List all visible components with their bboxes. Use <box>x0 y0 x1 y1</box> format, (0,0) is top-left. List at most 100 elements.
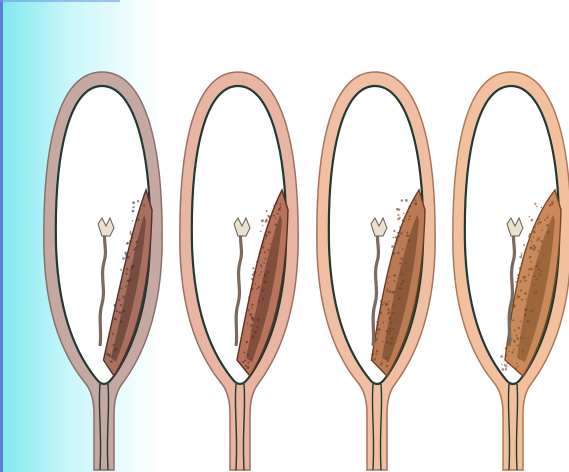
tissue-speckle <box>132 237 134 239</box>
tissue-speckle <box>516 335 518 337</box>
tissue-speckle <box>256 288 258 290</box>
tissue-speckle <box>129 232 131 234</box>
tissue-speckle <box>405 199 408 202</box>
tissue-speckle <box>513 349 515 351</box>
tissue-speckle <box>248 296 250 298</box>
tissue-speckle <box>392 312 394 314</box>
tissue-speckle <box>130 231 131 232</box>
tissue-speckle <box>387 290 389 292</box>
tissue-speckle <box>519 267 522 270</box>
tissue-speckle <box>377 333 379 335</box>
tissue-speckle <box>264 274 267 277</box>
tissue-speckle <box>131 234 134 237</box>
tissue-speckle <box>122 257 125 260</box>
tissue-speckle <box>394 253 396 255</box>
tissue-speckle <box>258 300 260 302</box>
tissue-speckle <box>389 328 391 330</box>
tissue-speckle <box>535 291 538 294</box>
tissue-speckle <box>116 310 118 312</box>
tissue-speckle <box>114 318 117 321</box>
tissue-speckle <box>258 286 260 288</box>
tissue-speckle <box>260 271 262 273</box>
tissue-speckle <box>373 358 376 361</box>
tissue-speckle <box>114 348 117 351</box>
tissue-speckle <box>245 365 247 367</box>
tissue-speckle <box>533 293 535 295</box>
tissue-speckle <box>516 298 517 299</box>
uterus-figure-stage-4 <box>445 0 569 472</box>
tissue-speckle <box>120 304 122 306</box>
tissue-speckle <box>535 284 536 285</box>
tissue-speckle <box>261 266 263 268</box>
tissue-speckle <box>531 219 534 222</box>
tissue-speckle <box>505 354 507 356</box>
tissue-speckle <box>524 338 526 340</box>
tissue-speckle <box>534 275 536 277</box>
tissue-speckle <box>261 247 262 248</box>
tissue-speckle <box>516 363 518 365</box>
tissue-speckle <box>540 270 541 271</box>
tissue-speckle <box>114 305 115 306</box>
tissue-speckle <box>251 303 253 305</box>
tissue-speckle <box>511 351 513 353</box>
tissue-speckle <box>247 361 249 363</box>
tissue-speckle <box>248 309 250 311</box>
tissue-speckle <box>530 256 532 258</box>
tissue-speckle <box>529 216 531 218</box>
tissue-speckle <box>245 359 247 361</box>
tissue-speckle <box>263 242 265 244</box>
tissue-speckle <box>536 206 538 208</box>
tissue-speckle <box>414 202 417 205</box>
tissue-speckle <box>505 368 508 371</box>
tissue-speckle <box>132 220 133 221</box>
tissue-speckle <box>124 251 127 254</box>
tissue-speckle <box>521 299 523 301</box>
tissue-speckle <box>251 307 253 309</box>
tissue-speckle <box>538 262 540 264</box>
tissue-speckle <box>393 274 395 276</box>
tissue-speckle <box>106 353 109 356</box>
tissue-speckle <box>383 302 385 304</box>
tissue-speckle <box>274 223 276 225</box>
tissue-speckle <box>399 262 401 264</box>
tissue-speckle <box>247 354 249 356</box>
tissue-speckle <box>251 330 253 332</box>
tissue-speckle <box>261 244 263 246</box>
tissue-speckle <box>396 239 399 242</box>
tissue-speckle <box>387 308 389 310</box>
tissue-speckle <box>245 341 248 344</box>
tissue-speckle <box>505 365 508 368</box>
tissue-speckle <box>514 329 516 331</box>
tissue-speckle <box>123 295 125 297</box>
tissue-speckle <box>524 279 526 281</box>
tissue-speckle <box>395 236 398 239</box>
tissue-speckle <box>391 245 394 248</box>
tissue-speckle <box>388 276 390 278</box>
tissue-speckle <box>386 341 389 344</box>
tissue-speckle <box>262 246 264 248</box>
tissue-speckle <box>398 287 401 290</box>
tissue-speckle <box>137 200 139 202</box>
tissue-speckle <box>515 367 517 369</box>
tissue-speckle <box>525 298 526 299</box>
tissue-speckle <box>409 215 411 217</box>
tissue-speckle <box>393 230 395 232</box>
tissue-speckle <box>252 335 255 338</box>
tissue-speckle <box>520 289 522 291</box>
tissue-speckle <box>125 286 127 288</box>
tissue-speckle <box>516 344 518 346</box>
tissue-speckle <box>381 304 383 306</box>
left-border <box>0 0 3 472</box>
tissue-speckle <box>119 311 122 314</box>
tissue-speckle <box>512 319 514 321</box>
tissue-speckle <box>520 337 522 339</box>
tissue-speckle <box>113 351 115 353</box>
tissue-speckle <box>408 219 410 221</box>
uterus-figure-stage-1 <box>36 0 171 472</box>
tissue-speckle <box>243 351 245 353</box>
tissue-speckle <box>536 265 539 268</box>
tissue-speckle <box>388 311 390 313</box>
tissue-speckle <box>109 355 111 357</box>
tissue-speckle <box>275 218 277 220</box>
tissue-speckle <box>400 232 402 234</box>
